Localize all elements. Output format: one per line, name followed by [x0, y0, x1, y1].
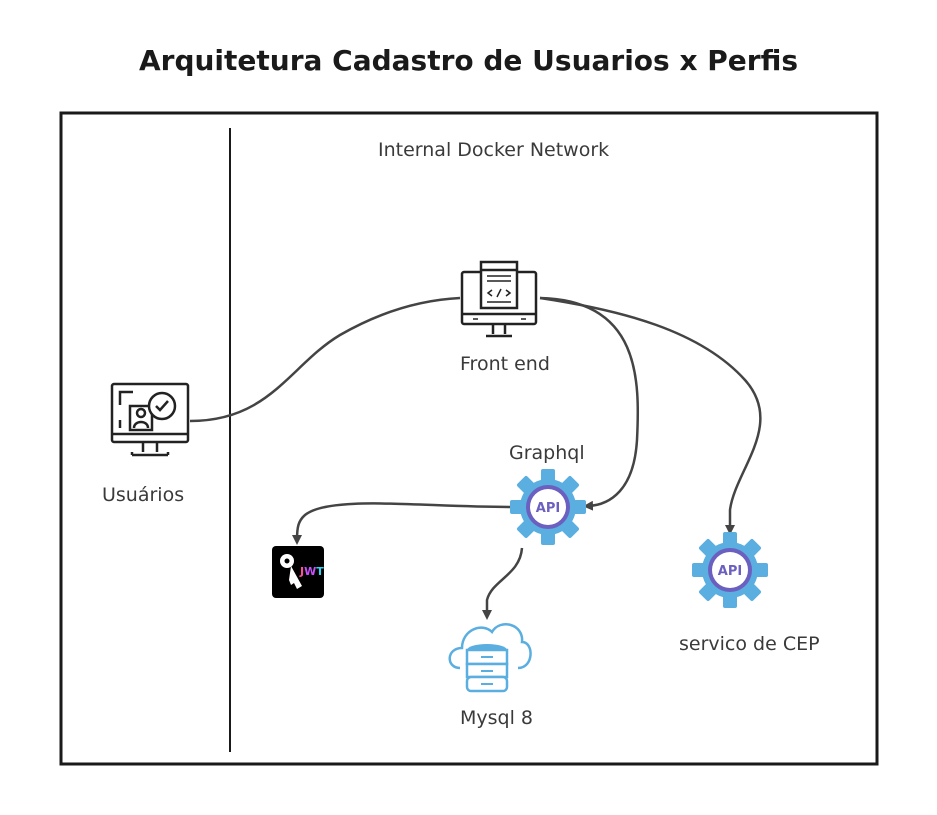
cep-api-badge: API	[718, 564, 742, 579]
usuarios-label: Usuários	[102, 484, 185, 506]
connection-frontend-cep	[539, 296, 762, 535]
graphql-api-gear-icon: API	[510, 469, 586, 545]
code-monitor-icon	[460, 260, 538, 338]
mysql-label: Mysql 8	[460, 707, 534, 729]
connection-graphql-mysql	[482, 547, 524, 620]
frontend-label: Front end	[460, 353, 550, 375]
connection-graphql-jwt	[292, 502, 511, 545]
network-label: Internal Docker Network	[378, 139, 610, 161]
cloud-database-icon	[448, 623, 532, 693]
jwt-key-icon: JWT	[272, 546, 324, 598]
graphql-label: Graphql	[509, 442, 585, 464]
network-frame	[59, 111, 879, 766]
graphql-api-badge: API	[536, 501, 560, 516]
user-monitor-icon	[110, 382, 190, 457]
cep-label: servico de CEP	[679, 633, 820, 655]
cep-api-gear-icon: API	[692, 532, 768, 608]
page-title: Arquitetura Cadastro de Usuarios x Perfi…	[138, 44, 799, 77]
connection-frontend-graphql	[539, 296, 640, 511]
connection-usuarios-frontend	[189, 296, 461, 423]
svg-text:JWT: JWT	[299, 565, 324, 578]
